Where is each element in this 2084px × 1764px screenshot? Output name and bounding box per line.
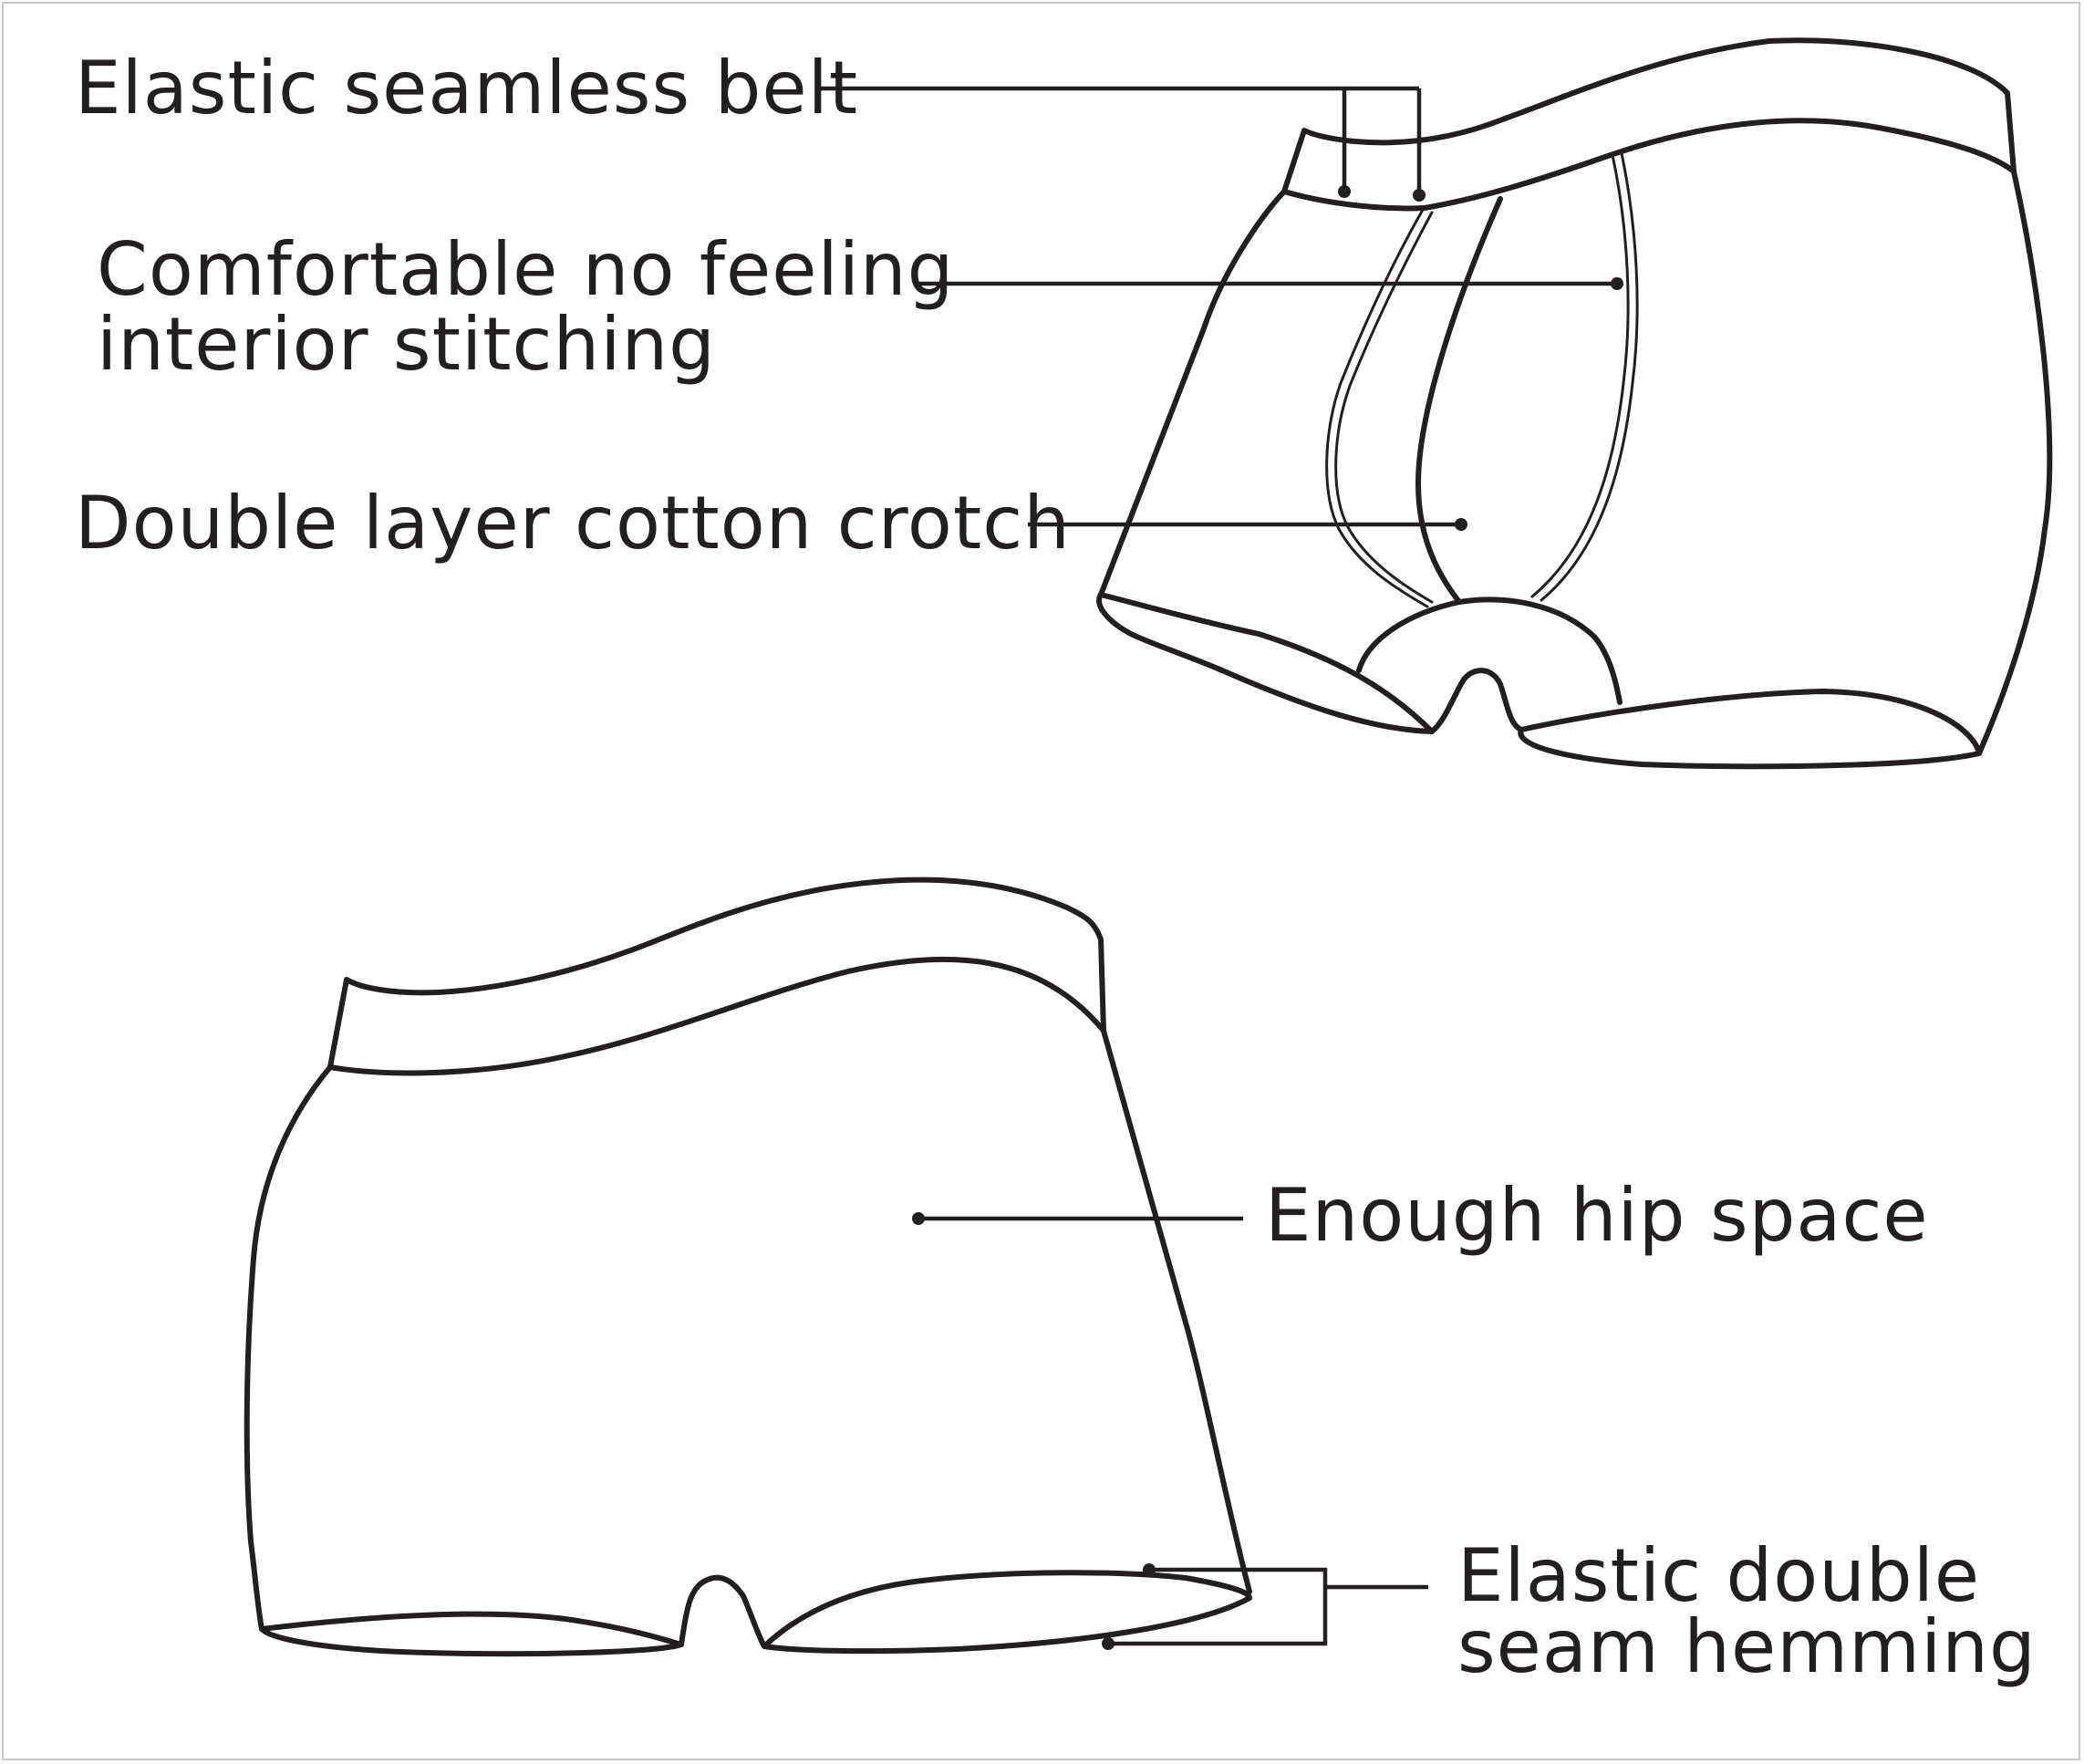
- leader-crotch: [1028, 518, 1467, 531]
- back-left-side-outline: [244, 1064, 333, 1632]
- label-stitching-line2: interior stitching: [97, 302, 716, 387]
- back-right-side-outline: [1101, 1028, 1252, 1594]
- front-side-stitching-inner: [1540, 151, 1639, 602]
- label-crotch: Double layer cotton crotch: [75, 481, 1071, 566]
- front-left-leg-hem: [1096, 592, 1435, 734]
- back-view-briefs: [244, 877, 1252, 1657]
- leader-hemming: [1102, 1563, 1428, 1650]
- front-crotch-notch: [1429, 668, 1524, 734]
- label-hemming-line2: seam hemming: [1457, 1604, 2037, 1689]
- front-right-side-outline: [1976, 169, 2053, 756]
- leader-belt: [821, 86, 1426, 202]
- label-hemming-line1: Elastic double: [1457, 1533, 1981, 1618]
- front-waistband: [1281, 37, 2017, 212]
- label-stitching-line1: Comfortable no feeling: [97, 227, 955, 312]
- back-left-leg-hem: [259, 1611, 684, 1657]
- front-pouch-seam: [1415, 196, 1503, 605]
- front-side-stitching: [1530, 153, 1630, 598]
- leader-hip: [912, 1212, 1243, 1225]
- front-pouch-stitching: [1325, 208, 1429, 608]
- front-left-leg-outline: [1098, 189, 1287, 597]
- front-view-briefs: [1096, 37, 2053, 770]
- back-right-leg-hem: [762, 1570, 1252, 1655]
- leader-stitching: [917, 277, 1623, 290]
- label-belt: Elastic seamless belt: [75, 46, 859, 130]
- label-hip: Enough hip space: [1265, 1173, 1929, 1258]
- back-waistband: [327, 877, 1106, 1076]
- front-crotch-panel: [1356, 597, 1623, 705]
- front-pouch-stitching-inner: [1334, 211, 1434, 604]
- front-right-leg-hem: [1518, 689, 1982, 770]
- back-crotch-notch: [679, 1574, 767, 1649]
